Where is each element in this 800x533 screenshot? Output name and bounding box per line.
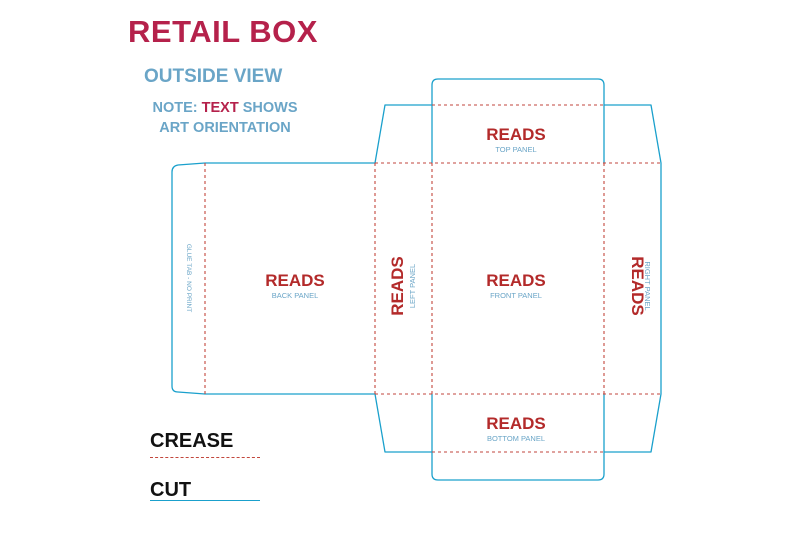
- cut-outline: [171, 78, 662, 481]
- top-panel-label: TOP PANEL: [495, 145, 536, 154]
- note-prefix: NOTE:: [152, 100, 202, 116]
- legend-cut-label: CUT: [150, 479, 192, 501]
- back-panel-reads: READS: [265, 271, 325, 290]
- note-line-1: NOTE: TEXT SHOWS: [140, 98, 310, 118]
- orientation-note: NOTE: TEXT SHOWS ART ORIENTATION: [140, 98, 310, 138]
- bottom-panel: READS BOTTOM PANEL: [486, 414, 546, 443]
- right-panel: READS RIGHT PANEL: [628, 256, 652, 316]
- note-line-2: ART ORIENTATION: [159, 120, 291, 136]
- left-panel-reads: READS: [388, 256, 407, 316]
- note-highlight: TEXT: [201, 100, 239, 116]
- legend-crease-line: [150, 457, 260, 458]
- legend-crease-label: CREASE: [150, 430, 234, 452]
- back-panel-label: BACK PANEL: [272, 291, 319, 300]
- back-panel: READS BACK PANEL: [265, 271, 325, 300]
- left-panel: READS LEFT PANEL: [388, 256, 417, 316]
- front-panel-reads: READS: [486, 271, 546, 290]
- glue-tab-label: GLUE TAB - NO PRINT: [185, 244, 192, 312]
- glue-tab: GLUE TAB - NO PRINT: [185, 244, 192, 312]
- cut-lines: [171, 78, 662, 481]
- right-panel-reads: READS: [628, 256, 647, 316]
- right-panel-label: RIGHT PANEL: [643, 261, 652, 310]
- bottom-panel-label: BOTTOM PANEL: [487, 434, 545, 443]
- left-panel-label: LEFT PANEL: [408, 264, 417, 308]
- top-panel: READS TOP PANEL: [486, 125, 546, 154]
- page-title: RETAIL BOX: [128, 14, 318, 49]
- legend-cut-line: [150, 500, 260, 501]
- crease-lines: [204, 104, 661, 453]
- front-panel: READS FRONT PANEL: [486, 271, 546, 300]
- top-panel-reads: READS: [486, 125, 546, 144]
- view-label: OUTSIDE VIEW: [144, 66, 283, 87]
- note-suffix: SHOWS: [238, 100, 298, 116]
- front-panel-label: FRONT PANEL: [490, 291, 542, 300]
- bottom-panel-reads: READS: [486, 414, 546, 433]
